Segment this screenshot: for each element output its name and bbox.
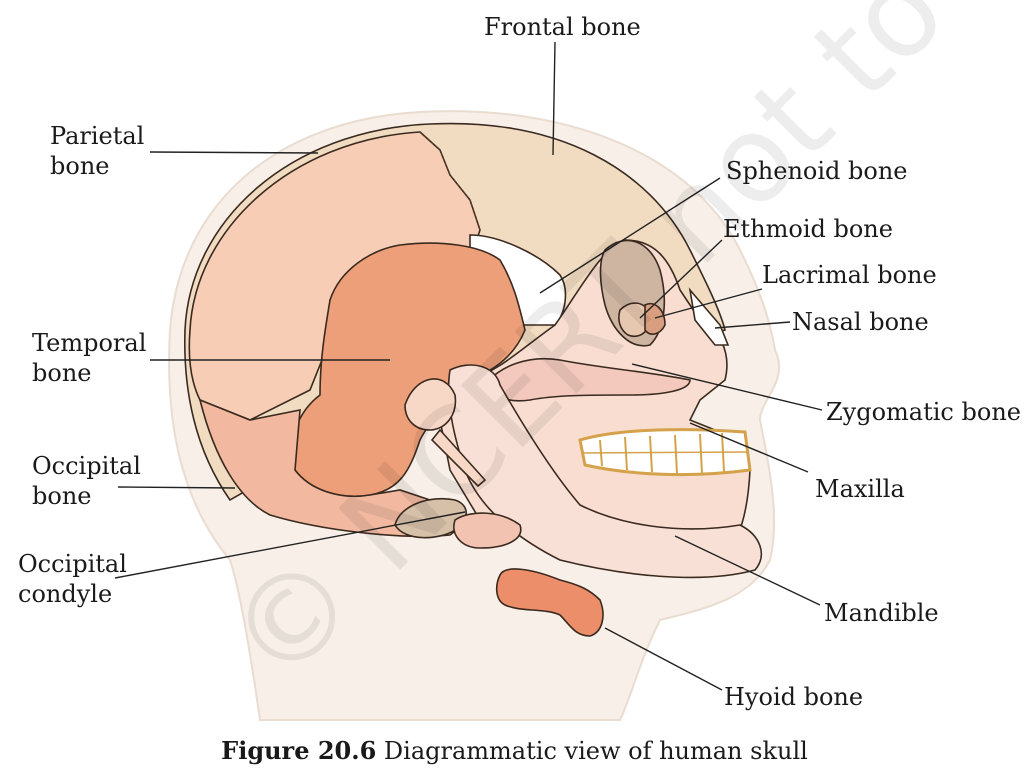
mandible (447, 364, 763, 579)
nasal-bone (688, 287, 730, 346)
teeth (578, 428, 752, 477)
occipital-bone (198, 398, 472, 538)
label-ethmoid-bone: Ethmoid bone (723, 215, 893, 243)
label-mandible: Mandible (824, 599, 939, 627)
figure-number: Figure 20.6 (221, 736, 377, 765)
label-occipital-line2: bone (32, 482, 91, 510)
label-parietal-line1: Parietal (50, 122, 144, 150)
figure-caption-text: Diagrammatic view of human skull (383, 737, 808, 765)
figure-caption: Figure 20.6 Diagrammatic view of human s… (0, 736, 1029, 765)
ethmoid-bone (618, 302, 651, 337)
label-zygomatic-bone: Zygomatic bone (826, 398, 1021, 426)
label-frontal-bone: Frontal bone (484, 13, 641, 41)
coronal-suture (419, 131, 481, 231)
label-parietal-line2: bone (50, 152, 109, 180)
styloid-process (430, 428, 487, 488)
label-maxilla: Maxilla (815, 475, 905, 503)
label-hyoid-bone: Hyoid bone (724, 683, 863, 711)
label-sphenoid-bone: Sphenoid bone (726, 157, 908, 185)
zygomatic-bone (483, 357, 691, 402)
label-condyle-line1: Occipital (18, 550, 127, 578)
mastoid-process (404, 378, 457, 431)
label-nasal-bone: Nasal bone (792, 308, 929, 336)
label-temporal-line2: bone (32, 359, 91, 387)
vertebra (453, 512, 522, 549)
leader-lines (114, 41, 823, 691)
label-occipital-line1: Occipital (32, 452, 141, 480)
label-lacrimal-bone: Lacrimal bone (762, 261, 937, 289)
hyoid-bone (495, 568, 604, 637)
label-temporal-line1: Temporal (32, 329, 146, 357)
label-condyle-line2: condyle (18, 580, 112, 608)
